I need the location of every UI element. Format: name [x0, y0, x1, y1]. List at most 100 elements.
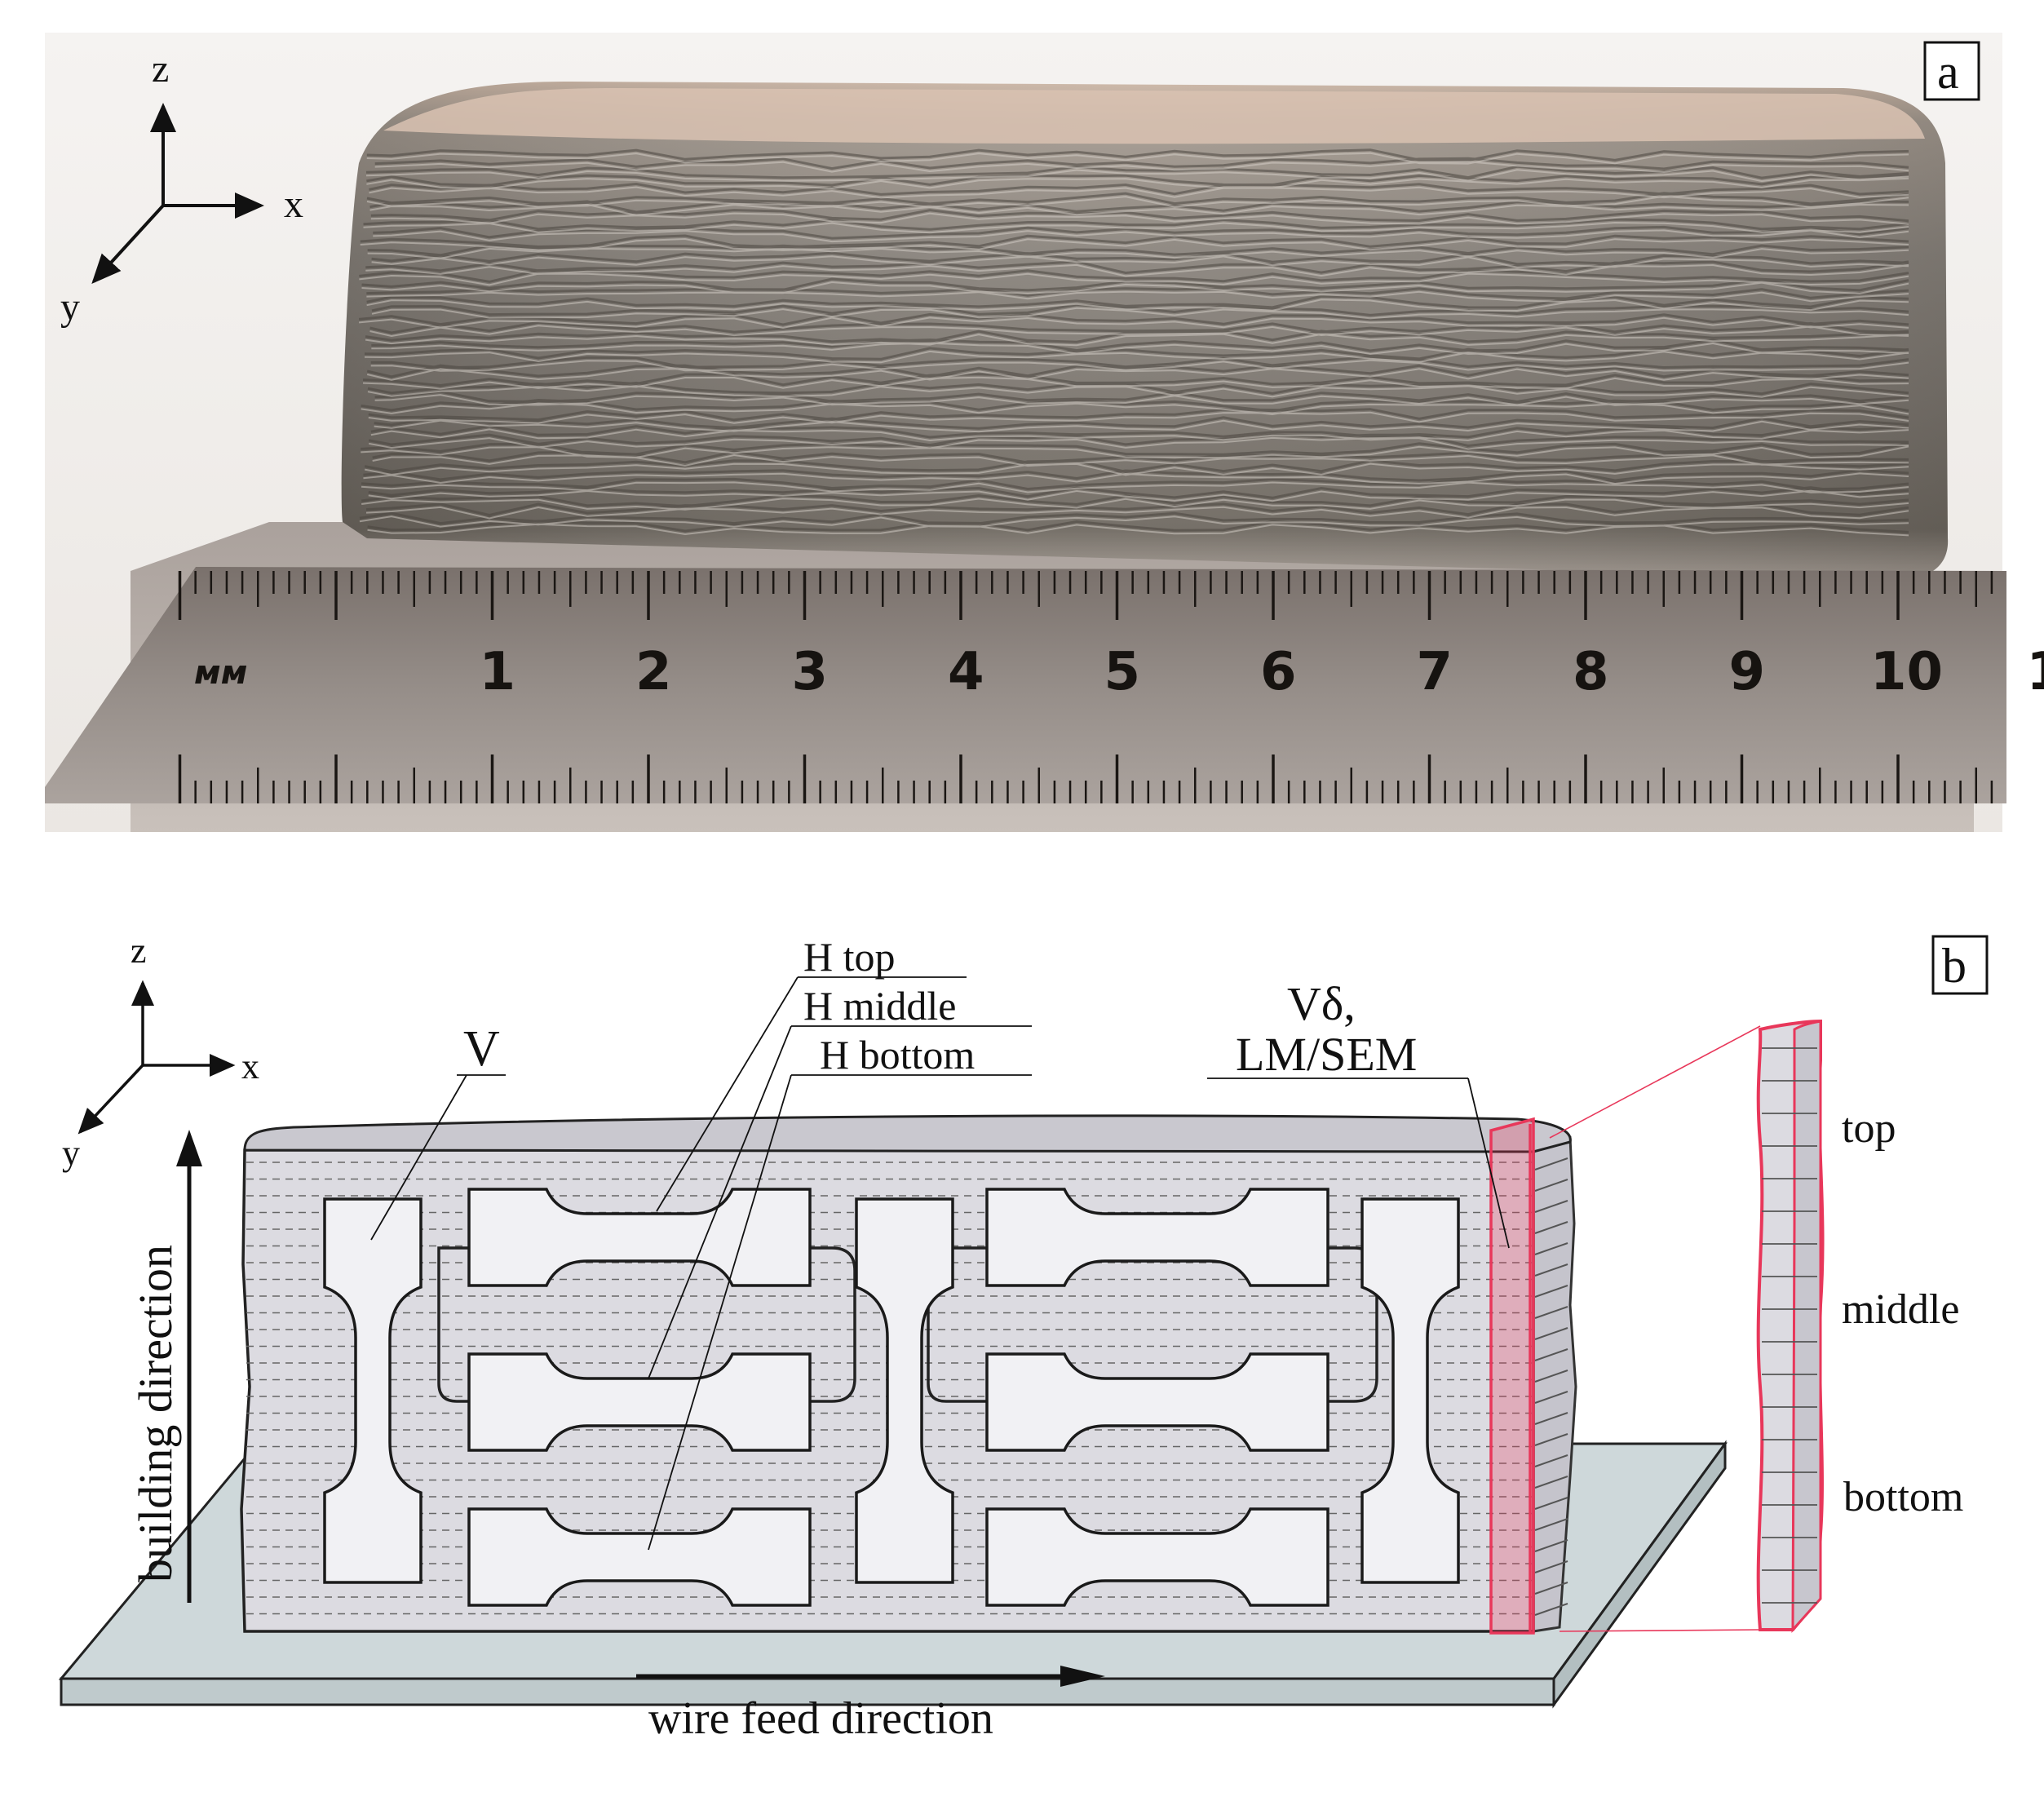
side-hatch — [1534, 1200, 1568, 1213]
ripple-highlight — [366, 290, 1909, 303]
ripple-highlight — [368, 411, 1909, 424]
ripple-line — [360, 234, 1909, 249]
ripple-highlight — [366, 152, 1909, 165]
ripple-highlight — [361, 481, 1909, 493]
ripple-highlight — [361, 498, 1909, 511]
label-v-delta: Vδ, — [1287, 977, 1356, 1030]
side-hatch — [1534, 1263, 1568, 1277]
label-building-direction: building direction — [129, 1245, 182, 1582]
x-axis-label-b: x — [241, 1047, 259, 1086]
y-axis-arrow-b — [77, 1064, 144, 1135]
horizontal-specimens — [467, 1188, 1329, 1607]
leader-hbot — [648, 1074, 792, 1551]
side-hatch — [1534, 1370, 1568, 1383]
ripple-line — [370, 424, 1909, 439]
ripple-line — [365, 330, 1909, 343]
specimen-horizontal — [985, 1352, 1329, 1452]
ruler-number: 8 — [1573, 642, 1609, 702]
slice-in-wall — [1489, 1117, 1535, 1635]
ripple-line — [371, 339, 1909, 352]
ripple-highlight — [372, 454, 1909, 467]
ripple-highlight — [374, 161, 1909, 174]
ripple-line — [374, 416, 1909, 430]
ruler-number: 4 — [948, 642, 984, 702]
ripple-line — [367, 520, 1909, 533]
ripple-highlight — [371, 307, 1909, 320]
ripple-line — [366, 287, 1909, 300]
ripple-line — [369, 200, 1909, 214]
building-direction-arrowhead — [176, 1130, 202, 1166]
ruler-number: 3 — [792, 642, 829, 702]
slice-enlarged-side — [1791, 1020, 1822, 1633]
ripple-highlight — [374, 419, 1909, 433]
ripple-highlight — [363, 472, 1909, 485]
ruler-number: 5 — [1104, 642, 1141, 702]
ripple-highlight — [363, 221, 1909, 234]
specimen-horizontal — [467, 1188, 812, 1287]
ripple-highlight — [367, 385, 1909, 398]
ripple-line — [367, 381, 1909, 396]
leader-hmid — [648, 1025, 792, 1379]
specimen-vertical-3 — [1360, 1197, 1460, 1584]
ripple-highlight — [365, 263, 1909, 277]
side-hatch — [1534, 1539, 1568, 1552]
ripple-highlight — [369, 186, 1909, 199]
ruler-number: 2 — [635, 642, 672, 702]
axes-triad-a — [91, 103, 264, 284]
label-h-middle: H middle — [803, 983, 956, 1029]
ripple-highlight — [367, 247, 1909, 259]
wall-side-hatch — [1534, 1157, 1568, 1616]
z-axis-label-a: z — [152, 47, 169, 91]
side-hatch — [1534, 1306, 1568, 1319]
specimen-horizontal — [467, 1507, 812, 1607]
ripple-highlight — [369, 203, 1909, 217]
layer-highlights — [358, 152, 1909, 537]
ripple-highlight — [369, 325, 1909, 338]
ripple-highlight — [358, 316, 1909, 330]
label-h-top: H top — [803, 934, 896, 980]
panel-b-label: b — [1942, 939, 1967, 993]
side-hatch — [1534, 1391, 1568, 1404]
ripple-highlight — [366, 177, 1909, 190]
side-hatch — [1534, 1242, 1568, 1255]
ripple-line — [365, 165, 1909, 179]
slice-layer-lines — [1762, 1047, 1817, 1604]
ruler-number: 11 — [2027, 642, 2044, 702]
ruler-number: 10 — [1870, 642, 1943, 702]
leader-htop — [656, 976, 799, 1212]
ruler-ticks — [178, 571, 1993, 803]
side-hatch — [1534, 1497, 1568, 1510]
ruler-number: 9 — [1729, 642, 1766, 702]
label-wire-feed-direction: wire feed direction — [648, 1693, 993, 1744]
specimen-horizontal — [467, 1352, 812, 1452]
ripple-highlight — [371, 255, 1909, 268]
ripple-highlight — [374, 394, 1909, 406]
ripple-line — [371, 251, 1909, 266]
ripple-line — [368, 433, 1909, 448]
ripple-line — [369, 321, 1909, 334]
ripple-line — [369, 182, 1909, 196]
side-hatch — [1534, 1285, 1568, 1298]
side-hatch — [1534, 1603, 1568, 1616]
y-axis-label-b: y — [62, 1133, 80, 1173]
ripple-highlight — [365, 333, 1909, 347]
ruler-unit: мм — [194, 654, 247, 692]
ripple-highlight — [370, 428, 1909, 442]
leader-v — [370, 1074, 467, 1241]
ripple-highlight — [366, 368, 1909, 381]
ripple-highlight — [360, 237, 1909, 251]
specimens — [323, 1197, 1460, 1584]
x-axis-label-a: x — [284, 183, 303, 226]
y-axis-arrow — [91, 204, 165, 284]
ripple-highlight — [370, 359, 1909, 372]
ripple-highlight — [364, 350, 1909, 364]
side-hatch — [1534, 1518, 1568, 1531]
panel-b-schematic: V H top H middle H bottom Vδ, LM/SEM top… — [58, 931, 1989, 1744]
ripple-highlight — [371, 342, 1909, 356]
slice-zone-bottom: bottom — [1843, 1474, 1963, 1520]
wall-top-surface — [383, 88, 1925, 144]
leader-lines — [370, 976, 1510, 1551]
z-axis-label-b: z — [131, 931, 147, 971]
side-hatch — [1534, 1157, 1568, 1170]
